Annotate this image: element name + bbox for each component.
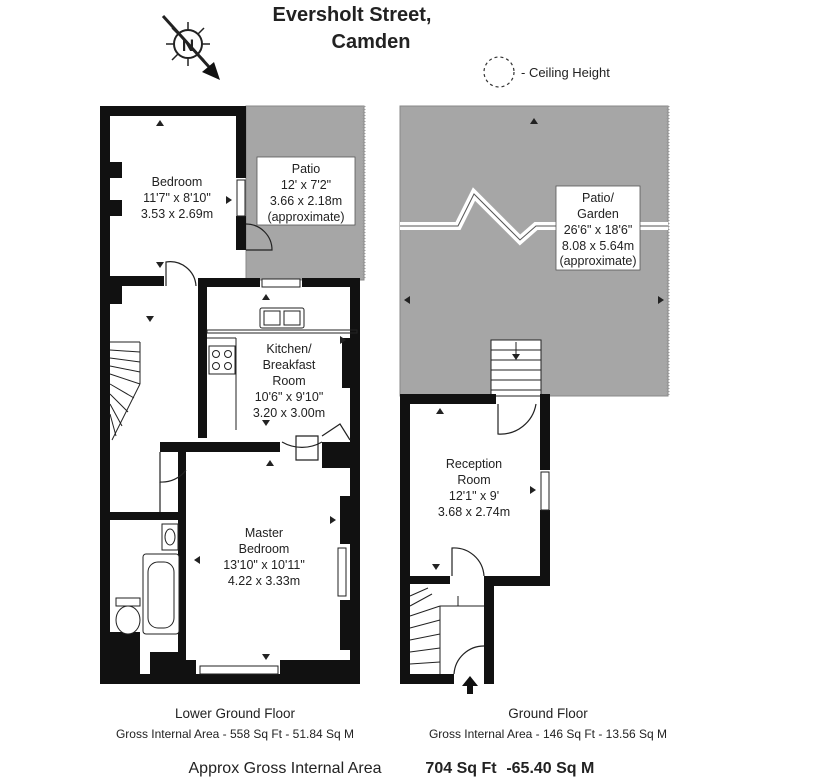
bedroom-size-metric: 3.53 x 2.69m xyxy=(141,207,213,221)
kitchen-name-3: Room xyxy=(272,374,305,388)
bedroom-name: Bedroom xyxy=(152,175,203,189)
lower-floor-name: Lower Ground Floor xyxy=(175,706,296,721)
kitchen-size-metric: 3.20 x 3.00m xyxy=(253,406,325,420)
total-area-sqm: 65.40 Sq M xyxy=(512,760,595,777)
reception-size-imperial: 12'1" x 9' xyxy=(449,489,499,503)
master-name-1: Master xyxy=(245,526,283,540)
patio-size-imperial: 12' x 7'2" xyxy=(281,178,331,192)
compass-icon: N xyxy=(161,14,220,80)
title-line-2: Camden xyxy=(332,31,411,53)
patio-name: Patio xyxy=(292,162,321,176)
garden-size-metric: 8.08 x 5.64m xyxy=(562,239,634,253)
entrance-arrow-icon xyxy=(462,676,478,694)
ground-floor-plan xyxy=(399,105,670,694)
master-size-imperial: 13'10" x 10'11" xyxy=(223,558,305,572)
ground-floor-area: Gross Internal Area - 146 Sq Ft - 13.56 … xyxy=(429,727,667,741)
reception-name-2: Room xyxy=(457,473,490,487)
ceiling-height-icon xyxy=(483,56,515,88)
ground-floor-name: Ground Floor xyxy=(508,706,588,721)
kitchen-name-1: Kitchen/ xyxy=(266,342,312,356)
kitchen-size-imperial: 10'6" x 9'10" xyxy=(255,390,324,404)
lower-floor-area: Gross Internal Area - 558 Sq Ft - 51.84 … xyxy=(116,727,354,741)
master-size-metric: 4.22 x 3.33m xyxy=(228,574,300,588)
reception-name-1: Reception xyxy=(446,457,502,471)
total-area-separator: - xyxy=(506,760,511,777)
title-line-1: Eversholt Street, xyxy=(273,4,432,26)
bedroom-size-imperial: 11'7" x 8'10" xyxy=(143,191,211,205)
compass-letter: N xyxy=(182,36,194,55)
patio-size-metric: 3.66 x 2.18m xyxy=(270,194,342,208)
garden-name-2: Garden xyxy=(577,207,619,221)
reception-size-metric: 3.68 x 2.74m xyxy=(438,505,510,519)
kitchen-name-2: Breakfast xyxy=(263,358,316,372)
garden-name-1: Patio/ xyxy=(582,191,614,205)
ceiling-height-legend: - Ceiling Height xyxy=(521,65,610,80)
garden-note: (approximate) xyxy=(559,254,636,268)
total-area-label: Approx Gross Internal Area xyxy=(189,760,382,777)
master-name-2: Bedroom xyxy=(239,542,290,556)
garden-size-imperial: 26'6" x 18'6" xyxy=(564,223,633,237)
patio-note: (approximate) xyxy=(267,210,344,224)
total-area-sqft: 704 Sq Ft xyxy=(425,760,497,777)
